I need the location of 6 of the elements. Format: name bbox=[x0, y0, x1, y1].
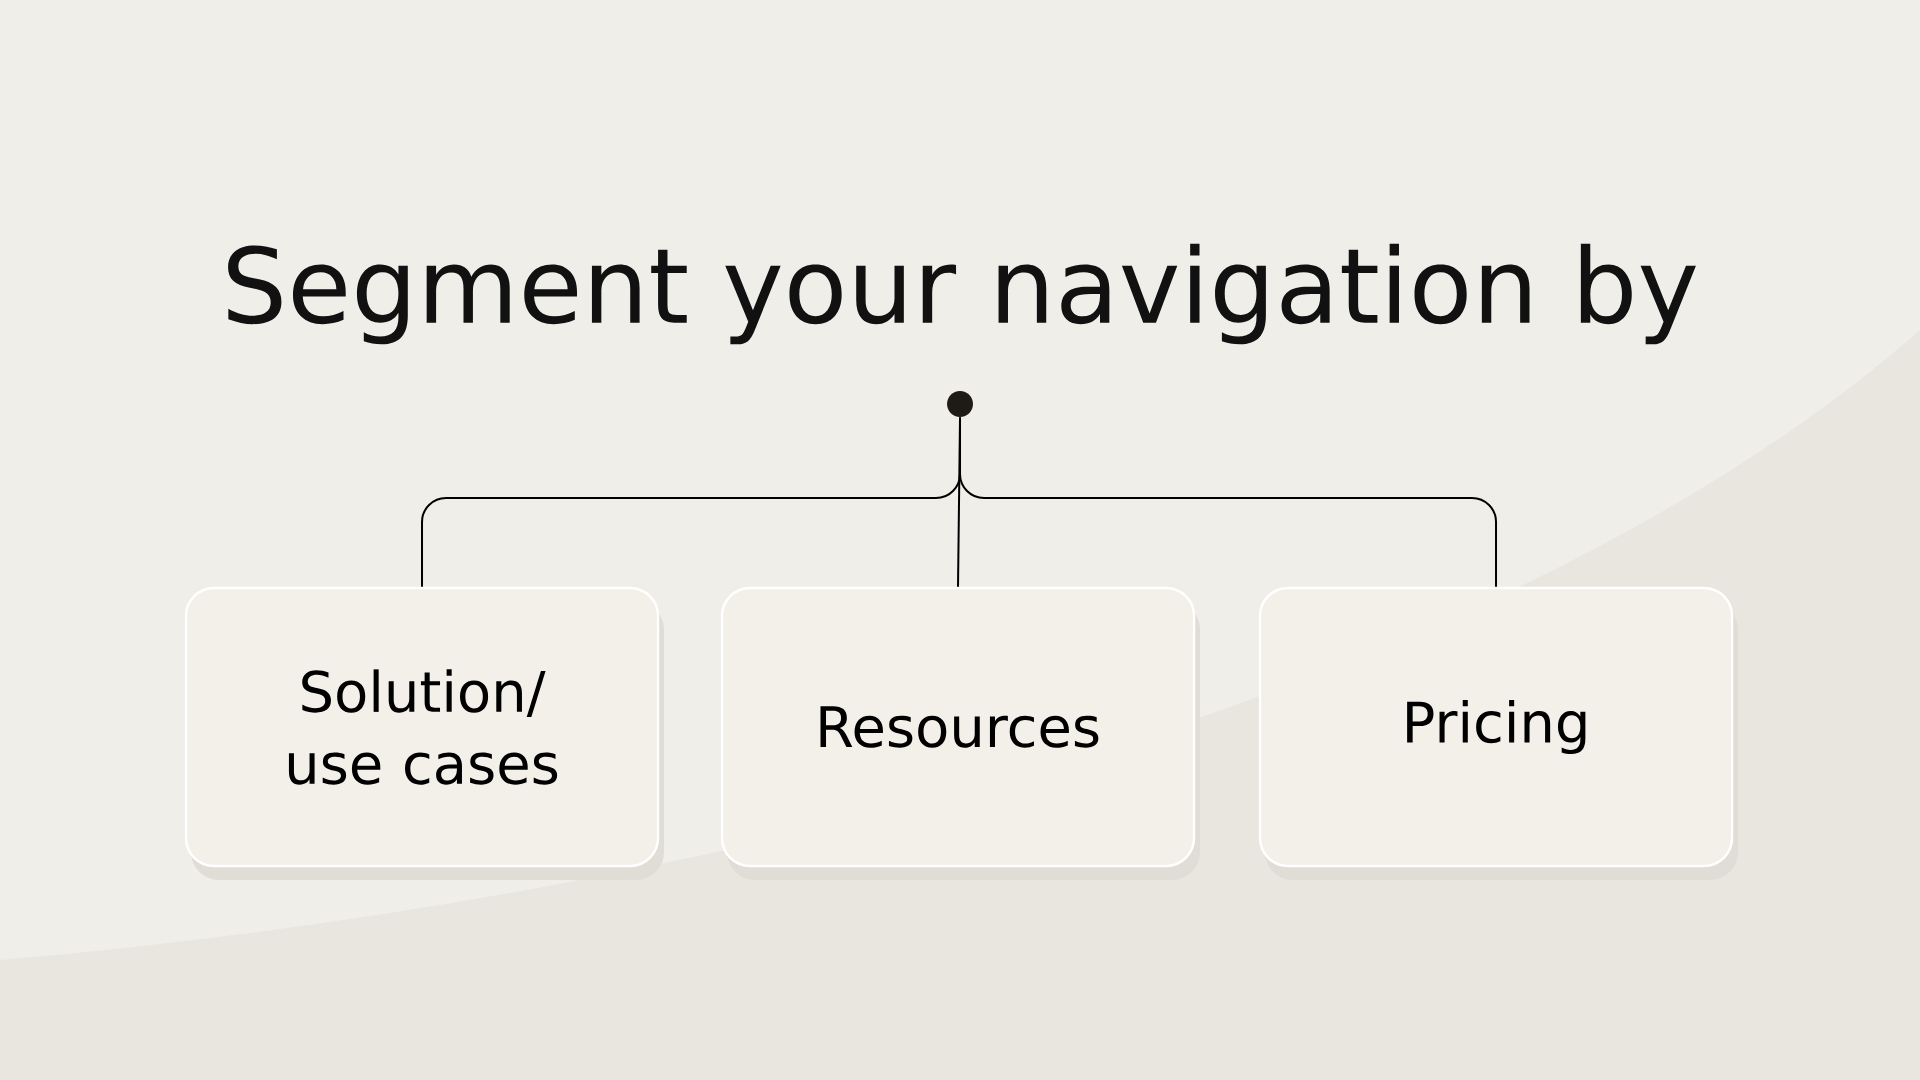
title: Segment your navigation by bbox=[228, 243, 1696, 345]
junction-dot bbox=[947, 391, 973, 417]
category-box: Pricing bbox=[1258, 586, 1738, 880]
connector-line bbox=[959, 416, 1497, 588]
category-box: Resources bbox=[720, 586, 1200, 880]
category-box: Solution/ use cases bbox=[184, 586, 664, 880]
